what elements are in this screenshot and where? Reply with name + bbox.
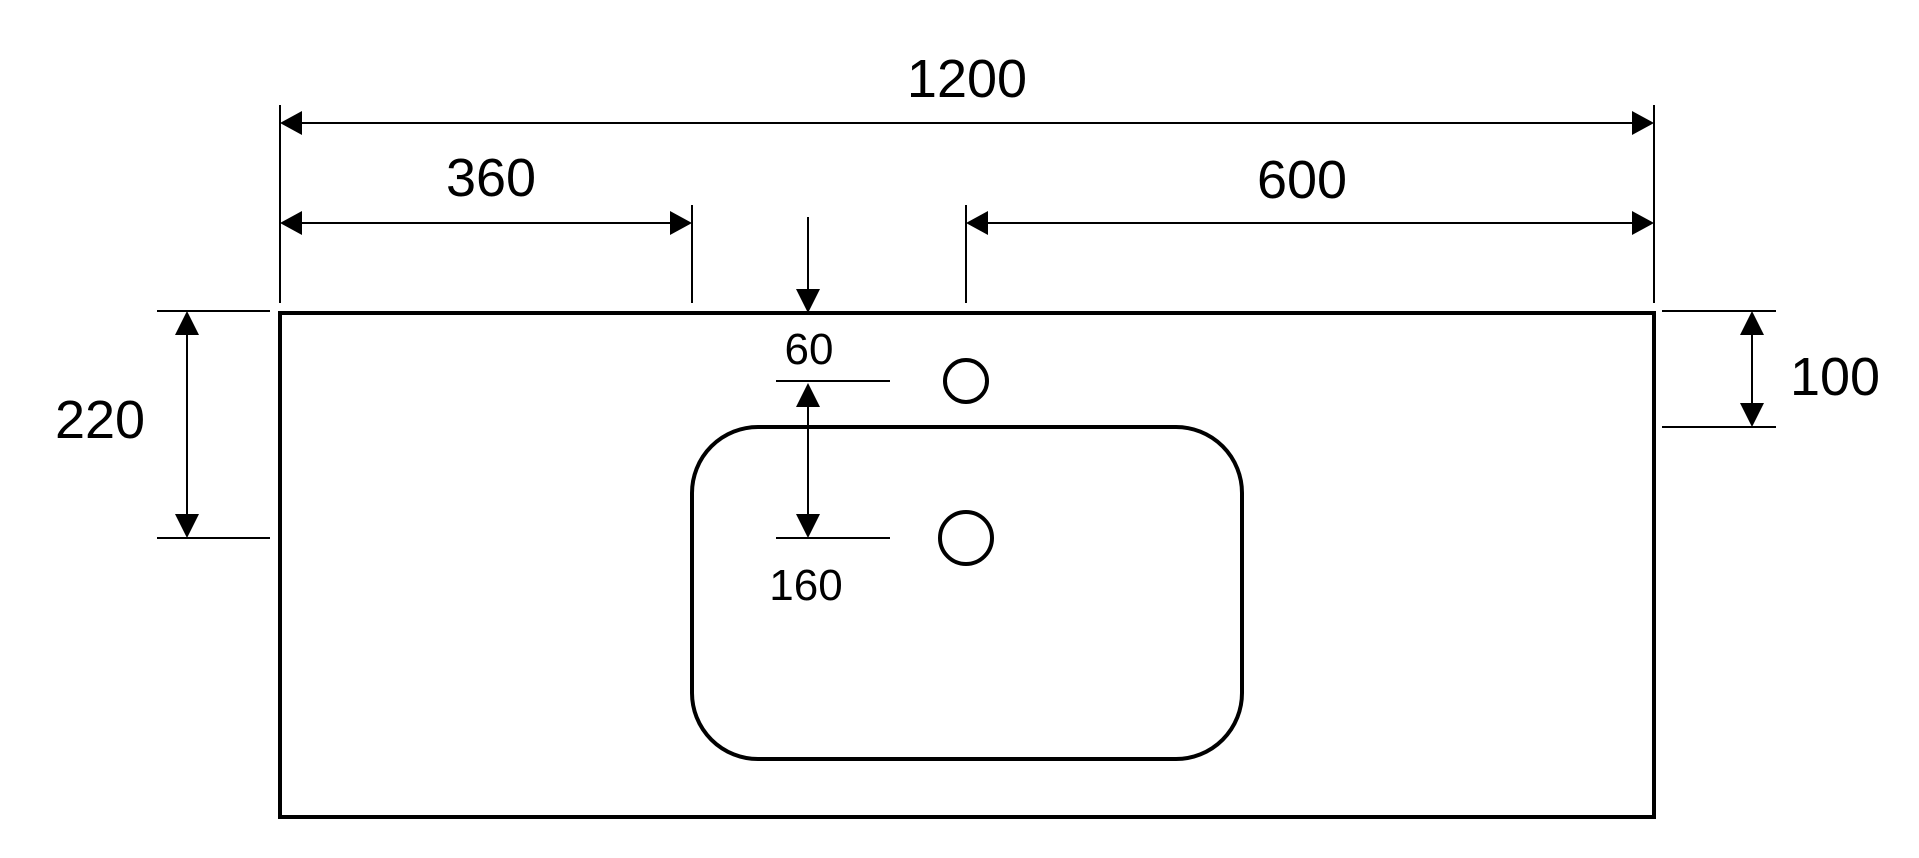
dimension-depth: 220 [55, 310, 270, 539]
label-right-offset: 600 [1257, 150, 1347, 210]
dimension-overall-width: 1200 [280, 49, 1654, 135]
drain-hole [938, 510, 994, 566]
label-right-depth: 100 [1790, 347, 1880, 407]
dimension-tap-to-drain: 160 [769, 383, 890, 610]
dimension-right-offset: 600 [966, 150, 1654, 235]
label-tap-hole-offset: 60 [785, 325, 834, 374]
tap-hole [943, 358, 989, 404]
dimension-right-depth: 100 [1662, 310, 1880, 428]
countertop-outline [278, 311, 1656, 819]
label-overall-width: 1200 [907, 49, 1027, 109]
label-left-offset: 360 [446, 148, 536, 208]
dimension-left-offset: 360 [280, 148, 692, 235]
label-tap-to-drain: 160 [769, 561, 842, 610]
label-depth: 220 [55, 390, 145, 450]
basin-bowl [690, 425, 1244, 761]
dimension-tap-hole-offset: 60 [776, 217, 890, 382]
